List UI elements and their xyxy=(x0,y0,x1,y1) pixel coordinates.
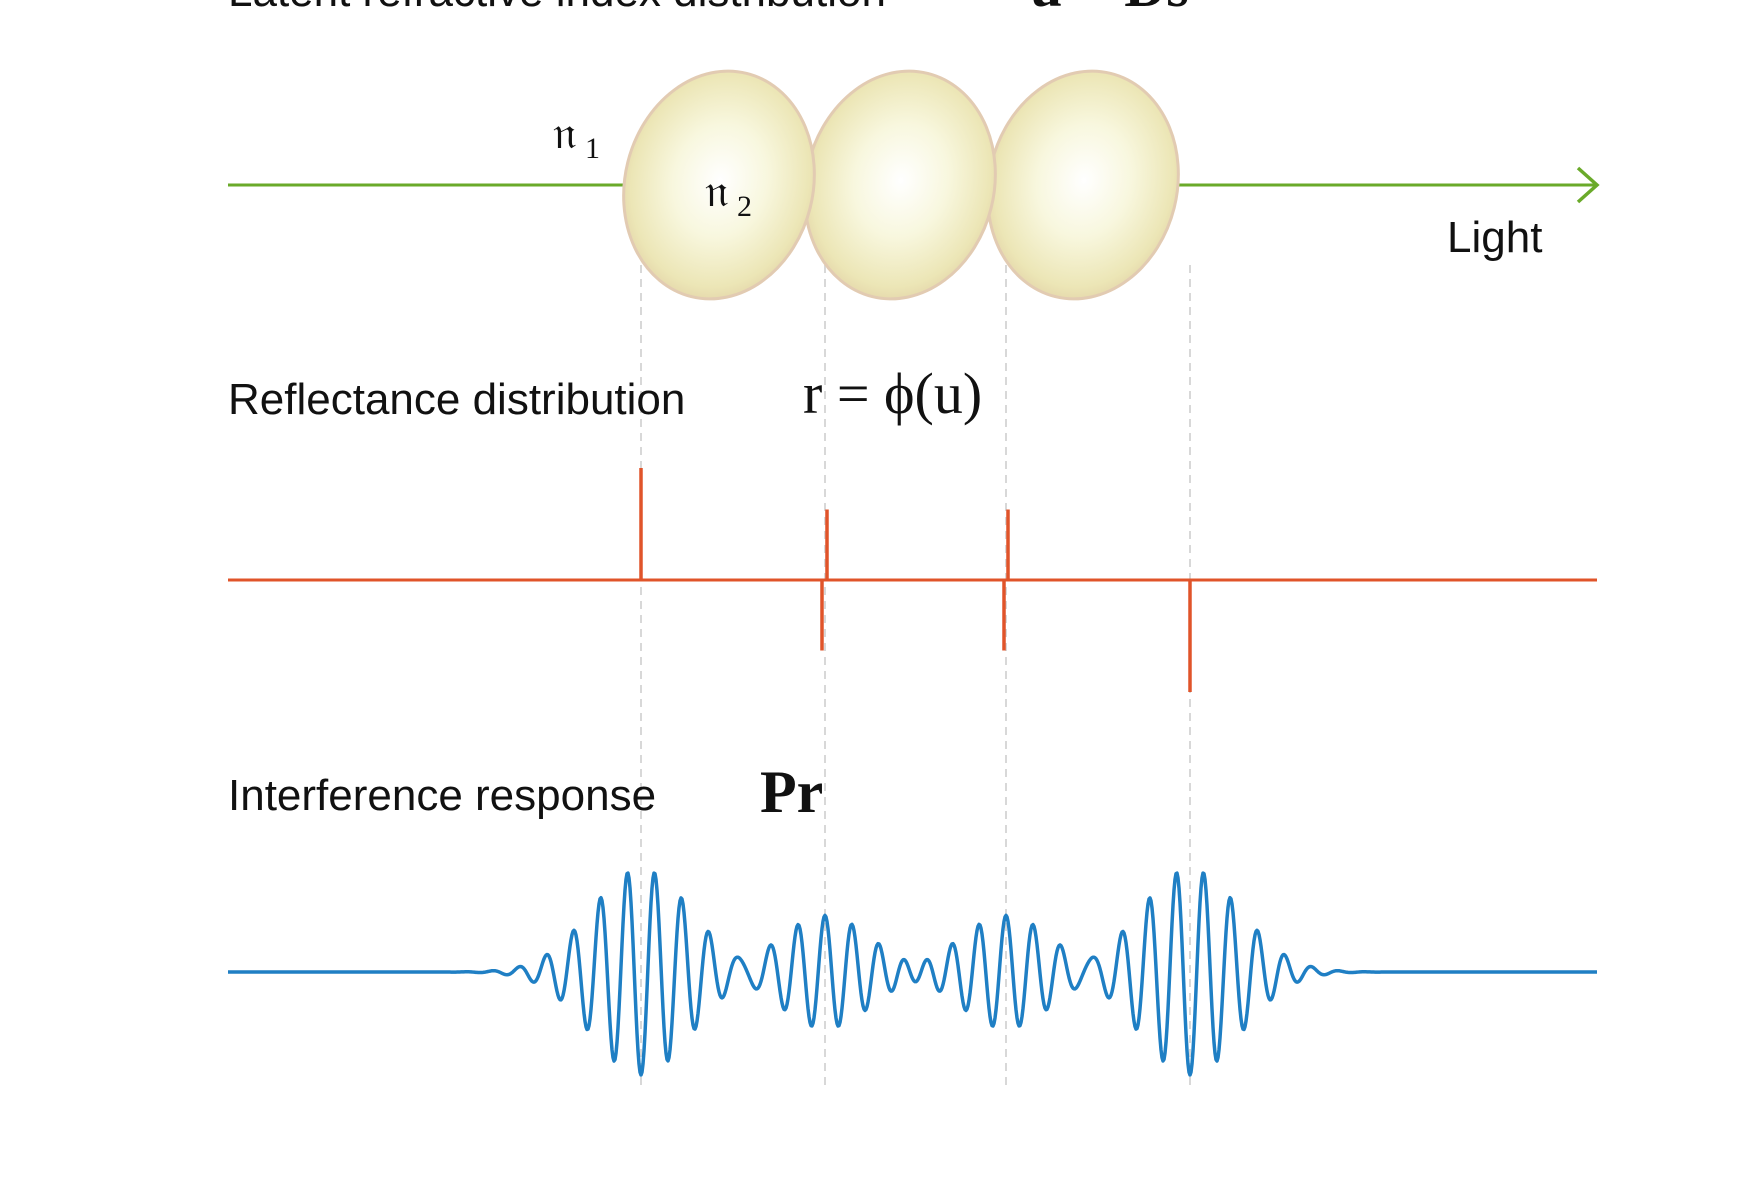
reflectance-section-label: Reflectance distribution xyxy=(228,375,685,424)
light-label: Light xyxy=(1447,213,1542,262)
particle xyxy=(622,69,816,301)
reflectance-plot xyxy=(228,468,1597,692)
refractive-index-n1: 𝔫 1 xyxy=(553,105,600,165)
n2-symbol: 𝔫 xyxy=(705,163,728,217)
refractive-index-n2: 𝔫 2 xyxy=(705,163,752,223)
reflectance-section-header: Reflectance distribution r = ϕ(u) xyxy=(228,361,982,426)
n2-subscript: 2 xyxy=(737,190,752,223)
interference-waveform xyxy=(227,871,1598,1077)
particles xyxy=(622,69,1180,301)
reflectance-formula: r = ϕ(u) xyxy=(803,361,982,426)
interference-section-label: Interference response xyxy=(228,771,656,820)
n1-subscript: 1 xyxy=(585,132,600,165)
n1-symbol: 𝔫 xyxy=(553,105,576,159)
latent-section-header: Latent refractive index distribution u =… xyxy=(228,0,1189,19)
latent-section-label: Latent refractive index distribution xyxy=(228,0,886,16)
interference-section-header: Interference response Pr xyxy=(228,759,823,825)
interference-formula: Pr xyxy=(760,759,823,825)
particle xyxy=(986,69,1180,301)
particle xyxy=(803,69,997,301)
light-arrowhead xyxy=(1576,166,1600,204)
latent-formula: u = Ds xyxy=(1030,0,1189,19)
